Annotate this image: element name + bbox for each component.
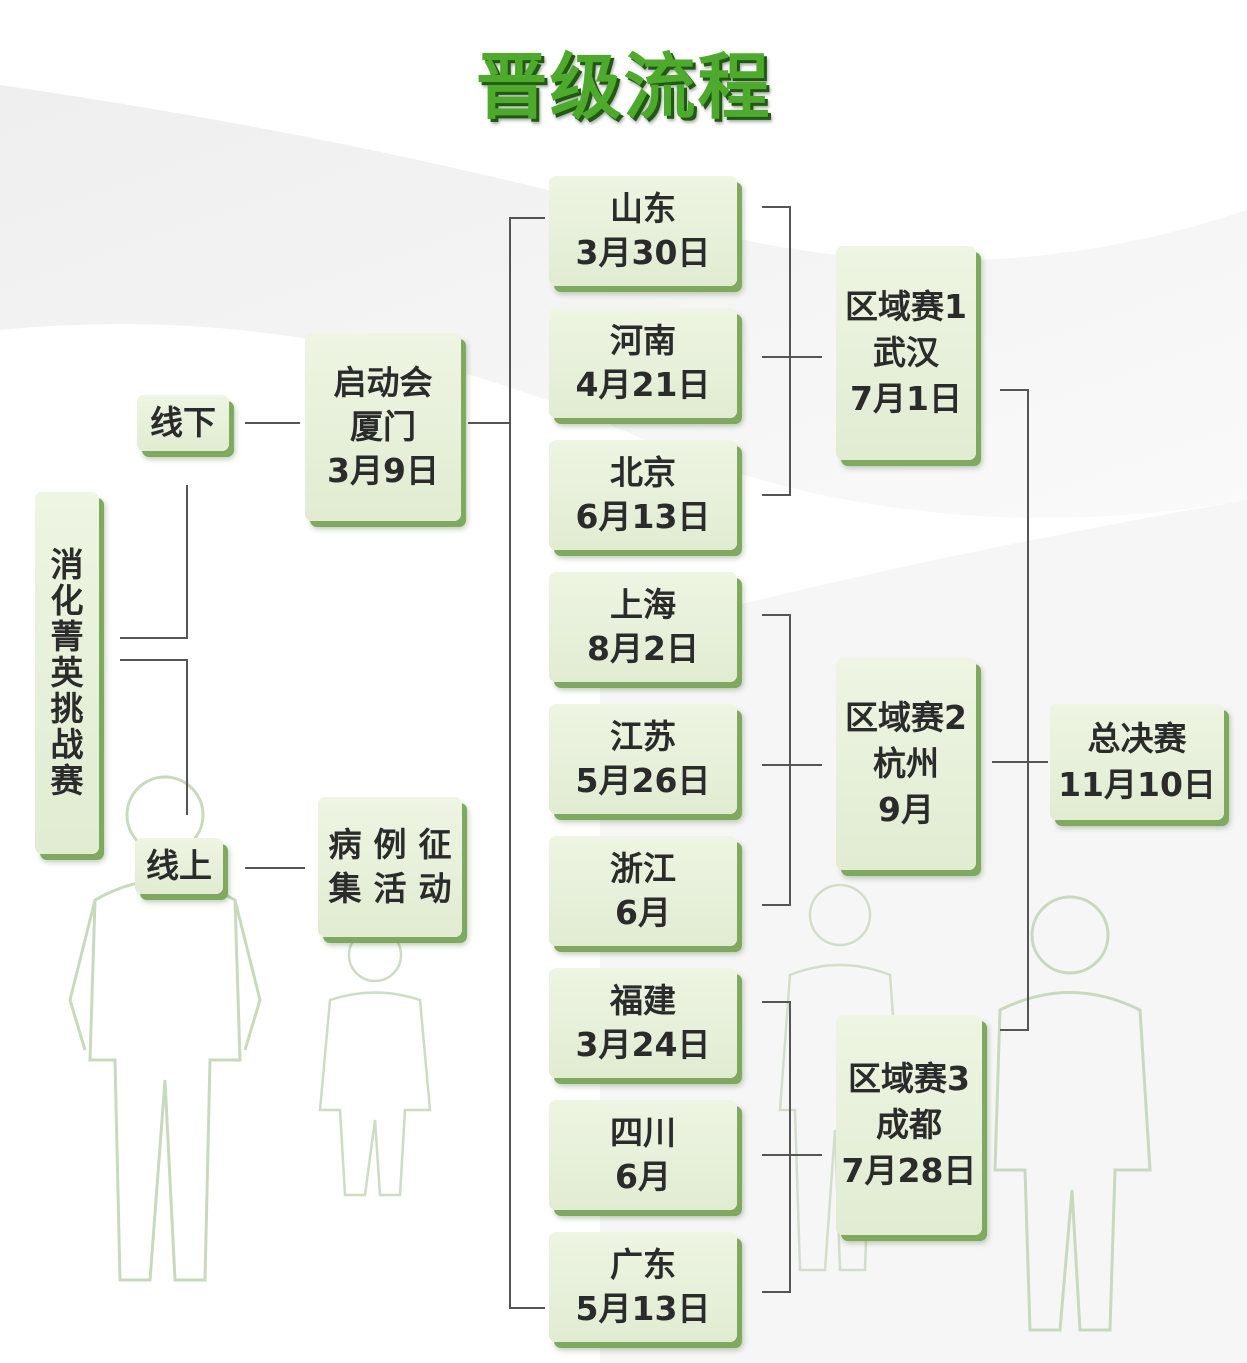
city-date: 8月2日 — [587, 629, 699, 668]
region-city: 杭州 — [873, 744, 939, 783]
city-node-shanghai: 上海 8月2日 — [549, 572, 737, 682]
city-name: 福建 — [610, 981, 676, 1020]
final-node: 总决赛 11月10日 — [1050, 704, 1224, 820]
city-node-sichuan: 四川 6月 — [549, 1100, 737, 1210]
city-node-beijing: 北京 6月13日 — [549, 440, 737, 550]
root-char: 挑 — [50, 689, 84, 728]
doctor-figure-outline-mid — [778, 883, 902, 1272]
root-char: 英 — [50, 653, 84, 692]
city-date: 4月21日 — [575, 365, 711, 404]
case-collection-node: 病例征 集活动 — [318, 797, 462, 937]
region-node-3: 区域赛3 成都 7月28日 — [836, 1015, 982, 1235]
branch-offline: 线下 — [137, 395, 229, 451]
branch-online-label: 线上 — [146, 846, 212, 885]
case-collection-line: 集活动 — [328, 869, 464, 908]
city-date: 3月30日 — [575, 233, 711, 272]
region-name: 区域赛2 — [845, 698, 967, 737]
city-date: 6月13日 — [575, 497, 711, 536]
region-name: 区域赛1 — [845, 287, 967, 326]
kickoff-line: 厦门 — [350, 407, 416, 446]
final-date: 11月10日 — [1058, 765, 1216, 804]
root-char: 消 — [50, 545, 84, 584]
kickoff-line: 3月9日 — [327, 451, 439, 490]
kickoff-line: 启动会 — [333, 363, 433, 402]
root-node: 消 化 菁 英 挑 战 赛 — [35, 492, 99, 854]
branch-offline-label: 线下 — [150, 403, 216, 442]
region-date: 7月1日 — [850, 379, 962, 418]
city-name: 山东 — [610, 189, 676, 228]
kickoff-node: 启动会 厦门 3月9日 — [305, 333, 461, 521]
root-char: 化 — [50, 581, 84, 620]
city-name: 河南 — [610, 321, 676, 360]
region-node-2: 区域赛2 杭州 9月 — [836, 658, 976, 870]
city-date: 3月24日 — [575, 1025, 711, 1064]
city-name: 浙江 — [610, 849, 676, 888]
root-char: 菁 — [50, 617, 84, 656]
doctor-figure-outline-right — [993, 895, 1152, 1332]
region-name: 区域赛3 — [848, 1059, 970, 1098]
root-char: 战 — [50, 725, 84, 764]
city-node-henan: 河南 4月21日 — [549, 308, 737, 418]
root-char: 赛 — [50, 761, 84, 800]
connector-kickoff-cities — [468, 217, 545, 1309]
connector-cities-region1 — [762, 206, 822, 496]
city-node-shandong: 山东 3月30日 — [549, 176, 737, 286]
city-date: 5月13日 — [575, 1289, 711, 1328]
city-date: 6月 — [615, 893, 671, 932]
branch-online: 线上 — [135, 838, 223, 894]
city-name: 上海 — [610, 585, 676, 624]
final-name: 总决赛 — [1087, 719, 1187, 758]
connector-root-branches — [120, 485, 188, 815]
region-date: 9月 — [878, 790, 934, 829]
case-collection-line: 病例征 — [328, 825, 464, 864]
city-name: 四川 — [610, 1113, 676, 1152]
city-node-zhejiang: 浙江 6月 — [549, 836, 737, 946]
city-node-guangdong: 广东 5月13日 — [549, 1232, 737, 1342]
city-date: 5月26日 — [575, 761, 711, 800]
connector-regions-final — [992, 389, 1048, 1031]
region-city: 武汉 — [873, 333, 939, 372]
region-node-1: 区域赛1 武汉 7月1日 — [836, 246, 976, 460]
city-name: 北京 — [610, 453, 676, 492]
city-name: 江苏 — [610, 717, 676, 756]
page-title: 晋级流程 — [475, 45, 772, 129]
city-date: 6月 — [615, 1157, 671, 1196]
city-node-fujian: 福建 3月24日 — [549, 968, 737, 1078]
connector-cities-region3 — [762, 1001, 822, 1293]
city-node-jiangsu: 江苏 5月26日 — [549, 704, 737, 814]
region-city: 成都 — [876, 1105, 942, 1144]
city-name: 广东 — [610, 1245, 676, 1284]
region-date: 7月28日 — [841, 1151, 977, 1190]
connector-cities-region2 — [762, 614, 822, 906]
